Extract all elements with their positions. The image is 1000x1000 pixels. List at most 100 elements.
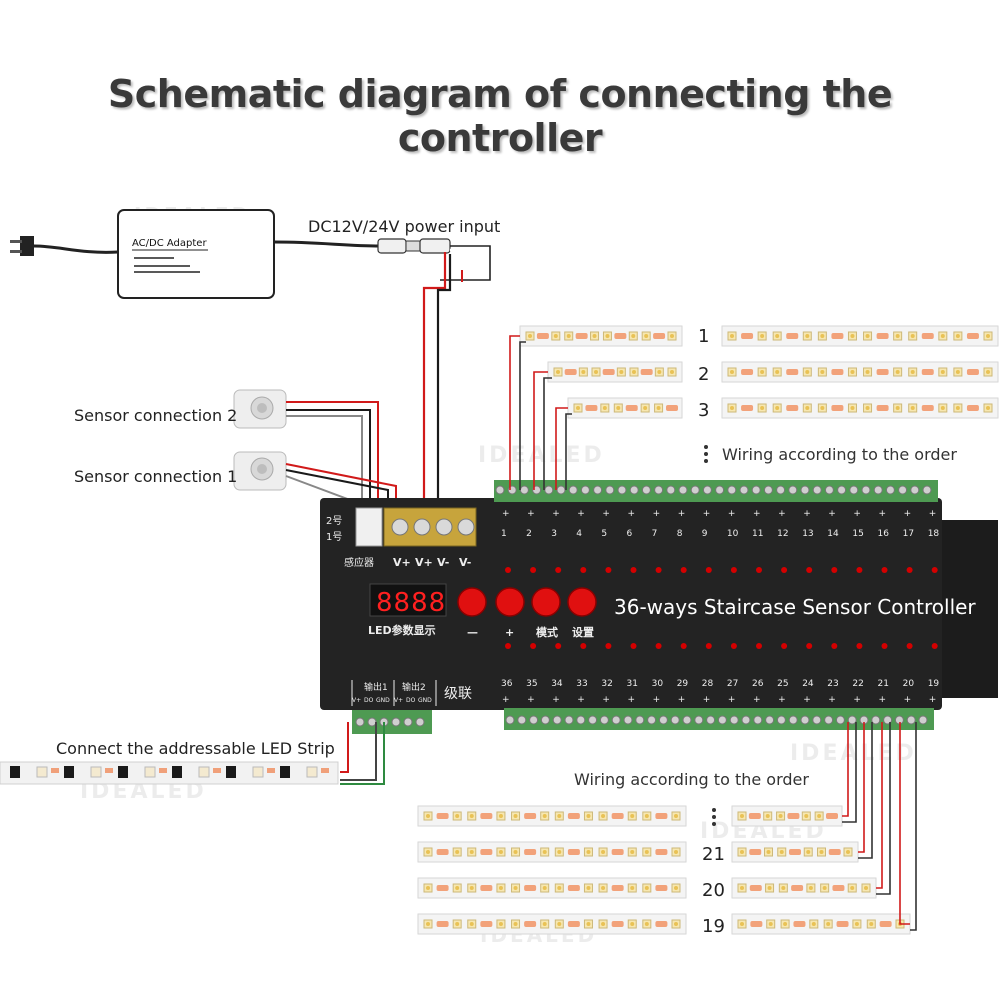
terminal-screw[interactable] xyxy=(871,715,881,725)
terminal-screw[interactable] xyxy=(812,715,822,725)
terminal-screw[interactable] xyxy=(837,485,847,495)
terminal-screw[interactable] xyxy=(629,485,639,495)
resistor xyxy=(524,885,537,891)
terminal-screw[interactable] xyxy=(605,485,615,495)
terminal-screw[interactable] xyxy=(910,485,920,495)
top-channel-label: 8 xyxy=(677,529,683,539)
terminal-screw[interactable] xyxy=(580,485,590,495)
terminal-screw[interactable] xyxy=(647,715,657,725)
terminal-screw[interactable] xyxy=(588,715,598,725)
resistor xyxy=(787,813,800,819)
terminal-screw[interactable] xyxy=(552,715,562,725)
terminal-screw[interactable] xyxy=(788,715,798,725)
terminal-screw[interactable] xyxy=(751,485,761,495)
terminal-screw[interactable] xyxy=(611,715,621,725)
resistor xyxy=(655,885,668,891)
terminal-screw[interactable] xyxy=(715,485,725,495)
terminal-screw[interactable] xyxy=(918,715,928,725)
terminal-screw[interactable] xyxy=(776,485,786,495)
terminal-screw[interactable] xyxy=(835,715,845,725)
sensor-terminal[interactable] xyxy=(355,507,383,547)
terminal-screw[interactable] xyxy=(544,485,554,495)
terminal-screw[interactable] xyxy=(739,485,749,495)
terminal-screw[interactable] xyxy=(690,485,700,495)
resistor xyxy=(567,849,580,855)
terminal-screw[interactable] xyxy=(824,715,834,725)
terminal-screw[interactable] xyxy=(694,715,704,725)
terminal-screw[interactable] xyxy=(741,715,751,725)
control-button[interactable]: — xyxy=(457,587,487,639)
output-pin-label: GND xyxy=(376,697,390,704)
terminal-screw[interactable] xyxy=(391,717,401,727)
terminal-screw[interactable] xyxy=(727,485,737,495)
top-channel-label: 12 xyxy=(777,529,788,539)
channel-led-indicator xyxy=(505,567,511,573)
terminal-screw[interactable] xyxy=(753,715,763,725)
control-button[interactable]: 模式 xyxy=(531,587,561,639)
terminal-screw[interactable] xyxy=(885,485,895,495)
terminal-screw[interactable] xyxy=(765,715,775,725)
terminal-screw[interactable] xyxy=(593,485,603,495)
terminal-screw[interactable] xyxy=(529,715,539,725)
terminal-screw[interactable] xyxy=(906,715,916,725)
terminal-screw[interactable] xyxy=(623,715,633,725)
resistor xyxy=(480,921,493,927)
control-button[interactable]: + xyxy=(495,587,525,639)
terminal-screw[interactable] xyxy=(788,485,798,495)
terminal-screw[interactable] xyxy=(556,485,566,495)
resistor xyxy=(876,405,889,411)
terminal-screw[interactable] xyxy=(658,715,668,725)
terminal-screw[interactable] xyxy=(367,717,377,727)
terminal-screw[interactable] xyxy=(861,485,871,495)
resistor xyxy=(921,405,934,411)
resistor xyxy=(524,813,537,819)
power-plug-icon xyxy=(10,236,119,256)
terminal-screw[interactable] xyxy=(654,485,664,495)
terminal-screw[interactable] xyxy=(706,715,716,725)
channel-led-indicator xyxy=(730,567,737,573)
resistor xyxy=(567,813,580,819)
terminal-screw[interactable] xyxy=(800,715,810,725)
terminal-screw[interactable] xyxy=(540,715,550,725)
channel-wire xyxy=(533,371,548,490)
terminal-screw[interactable] xyxy=(847,715,857,725)
terminal-screw[interactable] xyxy=(564,715,574,725)
terminal-screw[interactable] xyxy=(576,715,586,725)
rgb-led xyxy=(36,766,48,778)
resistor xyxy=(524,921,537,927)
terminal-screw[interactable] xyxy=(922,485,932,495)
output-pin-label: GND xyxy=(418,697,432,704)
power-terminal[interactable] xyxy=(383,507,477,547)
terminal-screw[interactable] xyxy=(355,717,365,727)
terminal-screw[interactable] xyxy=(617,485,627,495)
channel-polarity: + xyxy=(778,509,786,519)
led-strip xyxy=(417,805,687,827)
terminal-screw[interactable] xyxy=(635,715,645,725)
terminal-screw[interactable] xyxy=(495,485,505,495)
terminal-screw[interactable] xyxy=(403,717,413,727)
terminal-screw[interactable] xyxy=(682,715,692,725)
terminal-screw[interactable] xyxy=(519,485,529,495)
terminal-screw[interactable] xyxy=(729,715,739,725)
terminal-screw[interactable] xyxy=(812,485,822,495)
control-button[interactable]: 设置 xyxy=(567,587,597,639)
terminal-screw[interactable] xyxy=(670,715,680,725)
terminal-screw[interactable] xyxy=(824,485,834,495)
terminal-screw[interactable] xyxy=(666,485,676,495)
channel-polarity: + xyxy=(728,695,736,705)
terminal-screw[interactable] xyxy=(763,485,773,495)
terminal-screw[interactable] xyxy=(678,485,688,495)
terminal-screw[interactable] xyxy=(415,717,425,727)
terminal-screw[interactable] xyxy=(873,485,883,495)
terminal-screw[interactable] xyxy=(776,715,786,725)
terminal-screw[interactable] xyxy=(898,485,908,495)
terminal-screw[interactable] xyxy=(702,485,712,495)
terminal-screw[interactable] xyxy=(505,715,515,725)
terminal-screw[interactable] xyxy=(568,485,578,495)
terminal-screw[interactable] xyxy=(599,715,609,725)
terminal-screw[interactable] xyxy=(800,485,810,495)
terminal-screw[interactable] xyxy=(849,485,859,495)
terminal-screw[interactable] xyxy=(517,715,527,725)
terminal-screw[interactable] xyxy=(641,485,651,495)
terminal-screw[interactable] xyxy=(717,715,727,725)
